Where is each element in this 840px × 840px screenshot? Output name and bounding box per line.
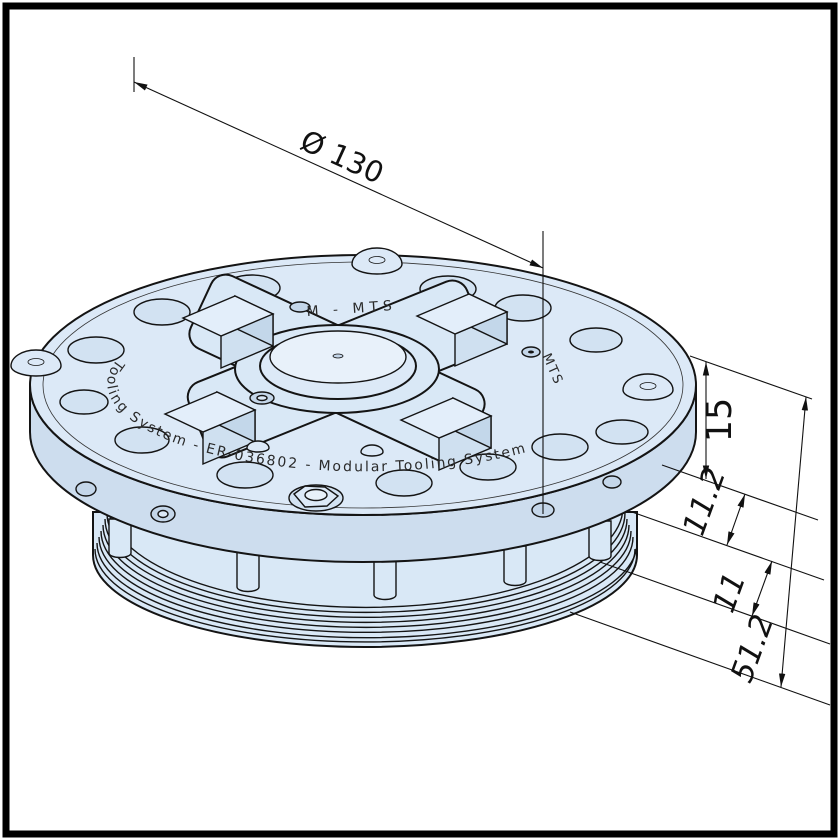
- dimension-15: 15: [661, 355, 819, 521]
- bolt-hole: [531, 433, 589, 461]
- clamp-jaw-block: [415, 292, 509, 368]
- tiny-screw-center: [528, 350, 534, 354]
- engraving-top: M - MTS: [306, 298, 397, 320]
- dome-screw-small: [246, 440, 270, 453]
- jaw-face-top: [399, 397, 493, 439]
- dome-screw-cap: [639, 382, 657, 390]
- hex-screw-dome: [304, 488, 328, 502]
- thread-line: [94, 548, 636, 643]
- jaw-face-top: [163, 391, 257, 433]
- bolt-hole: [59, 389, 109, 415]
- clamp-jaw-block: [181, 294, 275, 370]
- dome-screw: [351, 247, 403, 275]
- thread-line: [96, 542, 638, 639]
- dim-label-total-height: 51.2: [724, 610, 781, 687]
- extension-line: [689, 355, 813, 400]
- clamp-jaw-block: [163, 390, 257, 466]
- thread-line: [100, 530, 632, 629]
- dimension-line: [133, 81, 544, 269]
- mounting-pin: [503, 545, 527, 587]
- thread-line: [102, 524, 630, 624]
- side-screw-center: [157, 509, 169, 519]
- bolt-hole: [569, 327, 623, 353]
- bolt-hole: [114, 426, 170, 454]
- jaw-face-top: [181, 295, 275, 337]
- dimension-line: [751, 560, 773, 617]
- mounting-pins: [108, 518, 612, 601]
- jaw-face-top: [415, 293, 509, 335]
- dimension-line: [726, 493, 746, 546]
- thread-line: [104, 518, 628, 619]
- dim-label-thread-length: 11: [706, 568, 753, 617]
- extension-line: [569, 611, 831, 706]
- hex-screw: [288, 484, 344, 512]
- mounting-pin: [588, 520, 612, 562]
- countersunk-screw-center: [256, 394, 268, 402]
- dome-screw-small: [360, 444, 384, 457]
- thread-line: [98, 536, 634, 634]
- clamp-cross-assembly: [163, 273, 541, 512]
- bolt-hole: [133, 298, 191, 326]
- mounting-pin: [108, 518, 132, 559]
- center-dome-mark: [332, 353, 344, 359]
- mounting-pin: [373, 559, 397, 601]
- dome-screw: [10, 349, 62, 377]
- dome-screw-cap: [27, 358, 45, 366]
- dimension-11: 11: [599, 560, 831, 645]
- bolt-hole: [216, 461, 274, 489]
- dome-screw: [622, 373, 674, 401]
- dim-label-flange-thickness: 15: [700, 398, 740, 443]
- side-hole: [602, 475, 622, 489]
- side-features: [75, 475, 622, 523]
- dim-label-diameter: Ø 130: [295, 123, 389, 190]
- bolt-hole: [595, 419, 649, 445]
- bolt-hole: [459, 453, 517, 481]
- mounting-pin: [236, 551, 260, 593]
- countersunk-screw: [289, 301, 311, 313]
- bolt-hole: [375, 469, 433, 497]
- clamp-jaw-block: [399, 396, 493, 472]
- dimension-line: [778, 396, 809, 688]
- side-hole: [75, 481, 97, 497]
- dim-label-step-height: 11.2: [676, 463, 733, 540]
- bolt-hole: [67, 336, 125, 364]
